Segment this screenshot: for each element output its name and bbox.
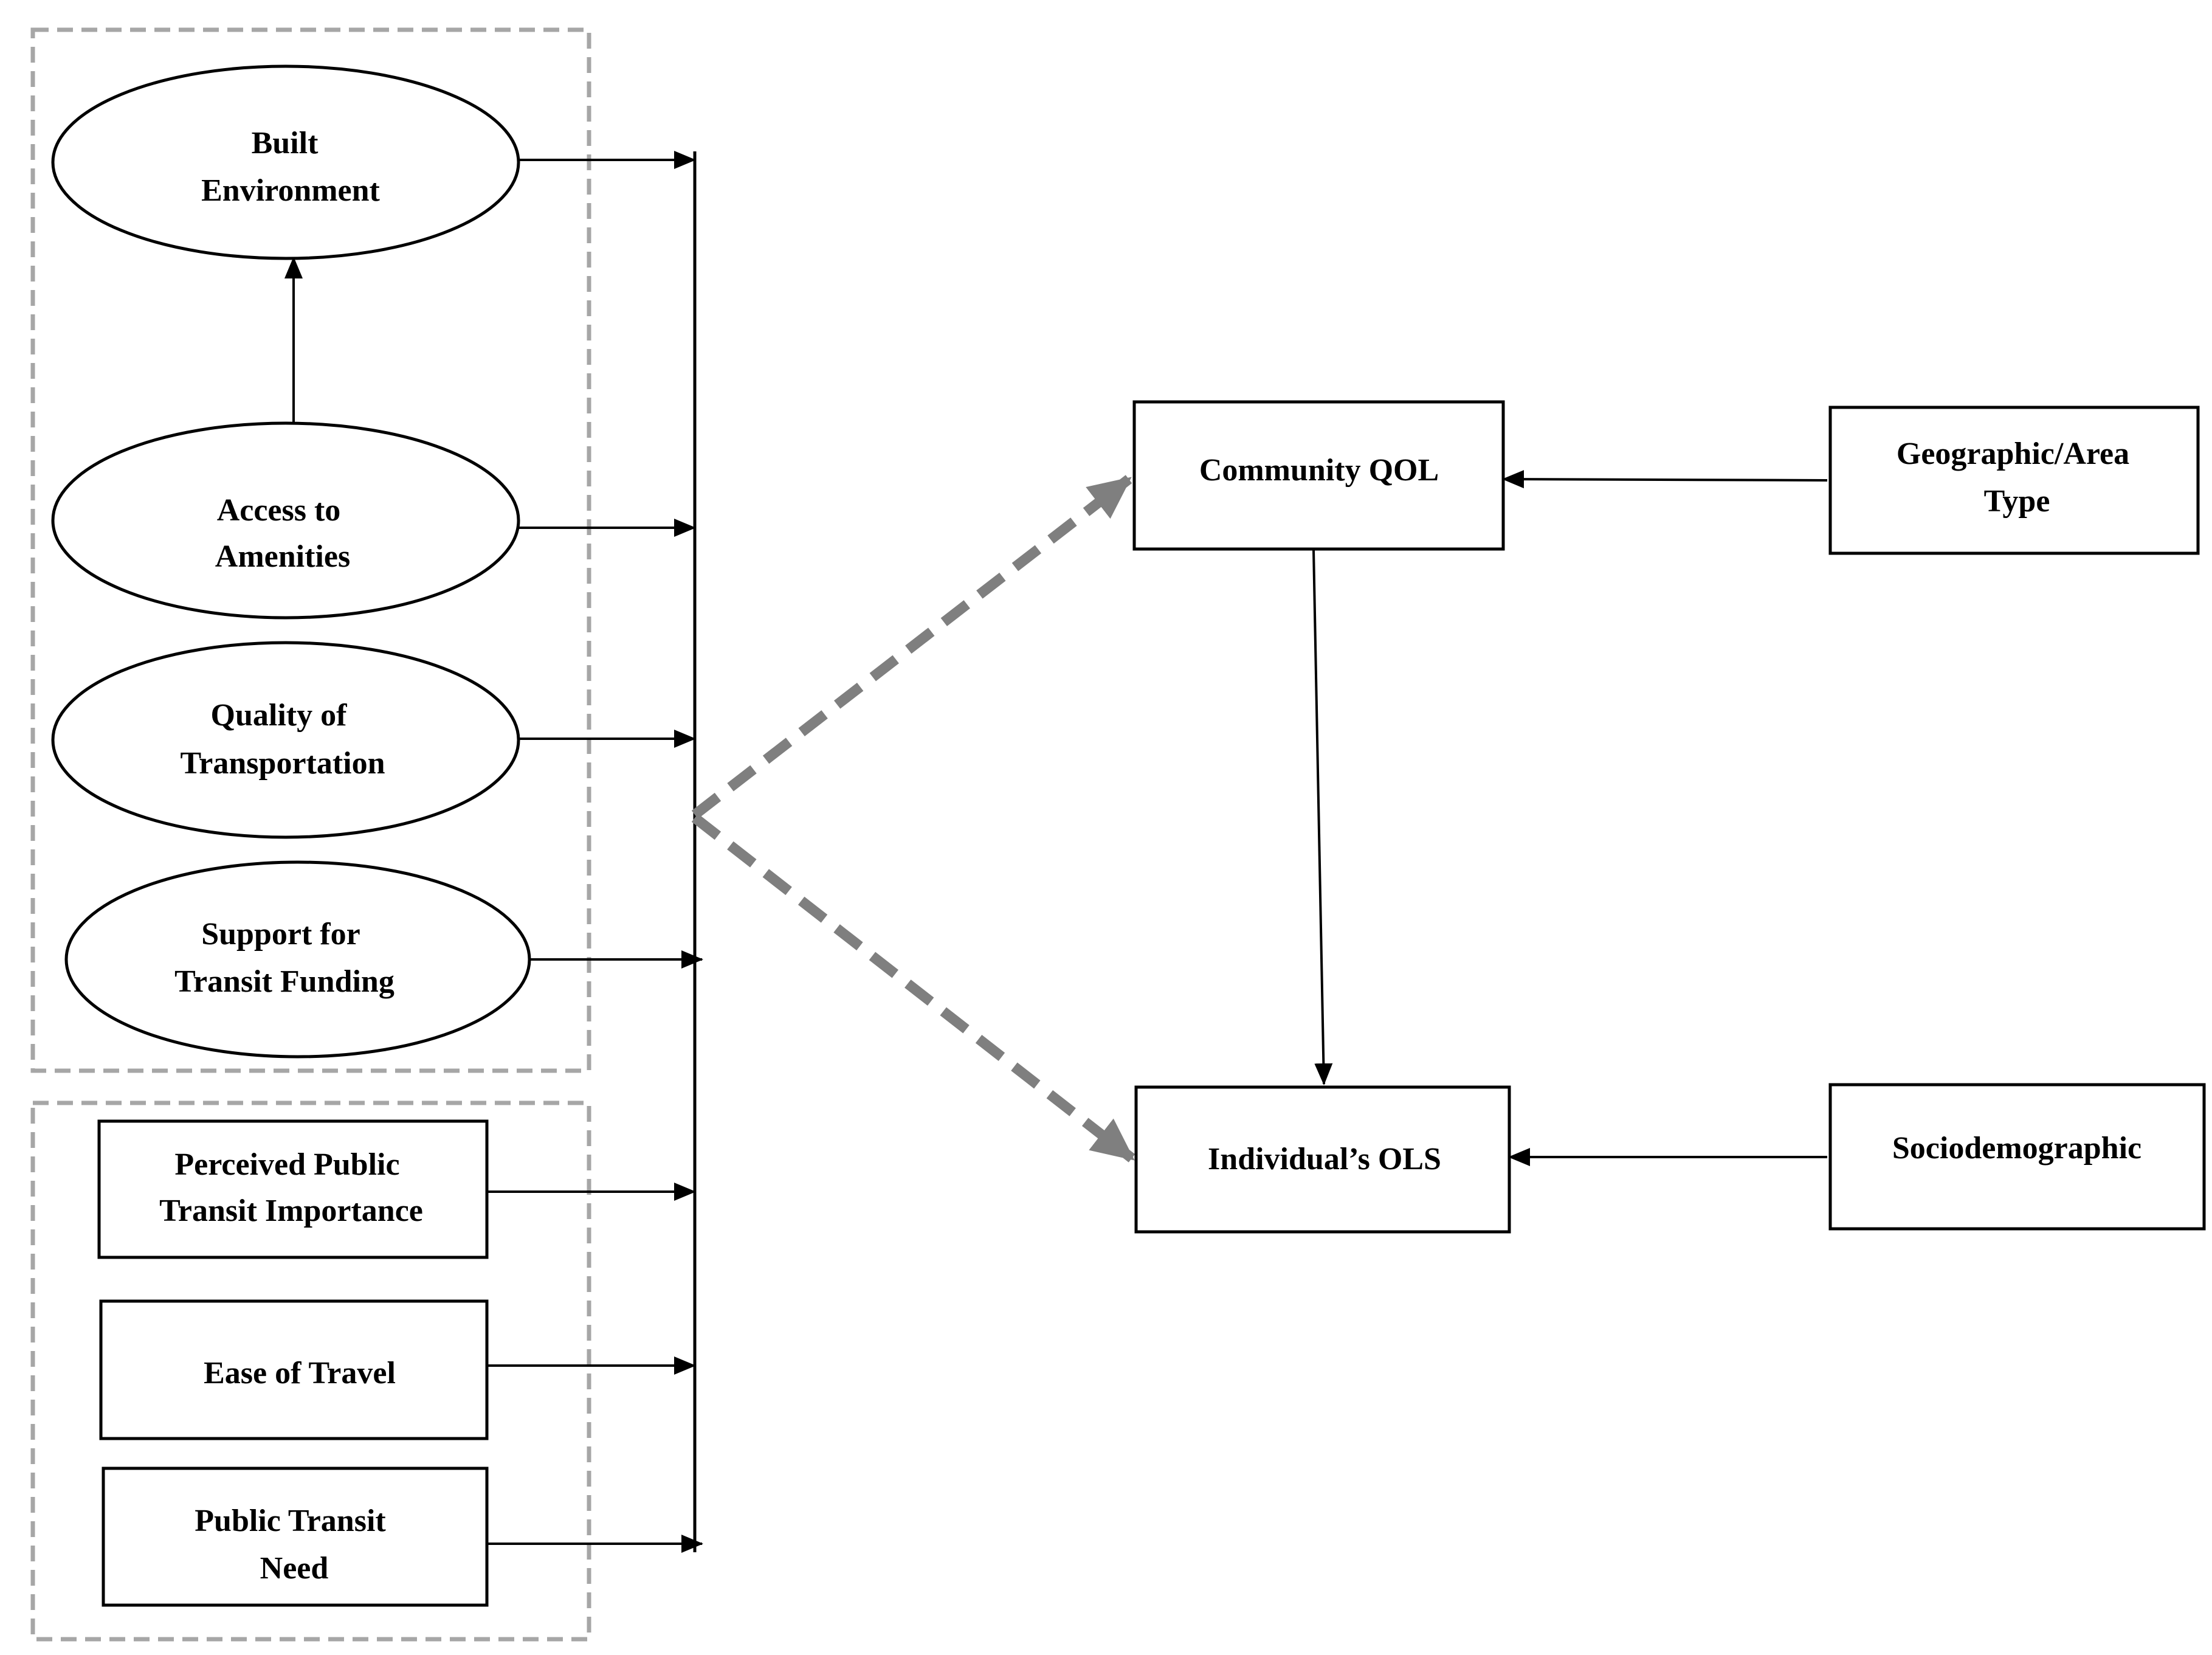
node-label: Built Environment (201, 126, 380, 208)
node-community-qol: Community QOL (1132, 400, 1505, 551)
observed-construct-group (30, 1100, 591, 1642)
node-built-environment: Built Environment (51, 64, 520, 260)
node-label: Sociodemographic (1892, 1131, 2141, 1166)
node-geographic-area-type: Geographic/Area Type (1828, 406, 2200, 555)
dashed-arrow-to-community-qol (691, 475, 1132, 819)
node-label: Perceived Public Transit Importance (159, 1147, 423, 1228)
edge-community-to-individual (1312, 550, 1333, 1085)
node-label: Individual’s OLS (1208, 1142, 1441, 1176)
node-ease-of-travel: Ease of Travel (99, 1299, 489, 1440)
node-support-for-transit-funding: Support for Transit Funding (64, 860, 531, 1059)
node-quality-of-transportation: Quality of Transportation (51, 641, 520, 839)
node-label: Public Transit Need (195, 1504, 393, 1586)
node-label: Quality of Transportation (180, 698, 385, 781)
dashed-arrow-to-individuals-ols (691, 814, 1135, 1163)
node-individuals-ols: Individual’s OLS (1134, 1085, 1511, 1234)
node-label: Geographic/Area Type (1897, 437, 2137, 519)
node-label: Ease of Travel (204, 1356, 396, 1391)
ellipse-construct-group (30, 27, 591, 1073)
edge-geographic-to-community (1502, 470, 1828, 489)
node-sociodemographic: Sociodemographic (1828, 1083, 2206, 1231)
node-access-to-amenities: Access to Amenities (51, 421, 520, 620)
node-label: Support for Transit Funding (174, 917, 395, 999)
node-public-transit-need: Public Transit Need (102, 1467, 489, 1607)
node-perceived-public-transit-importance: Perceived Public Transit Importance (97, 1119, 489, 1259)
node-label: Access to Amenities (215, 493, 350, 574)
node-label: Community QOL (1199, 453, 1439, 488)
